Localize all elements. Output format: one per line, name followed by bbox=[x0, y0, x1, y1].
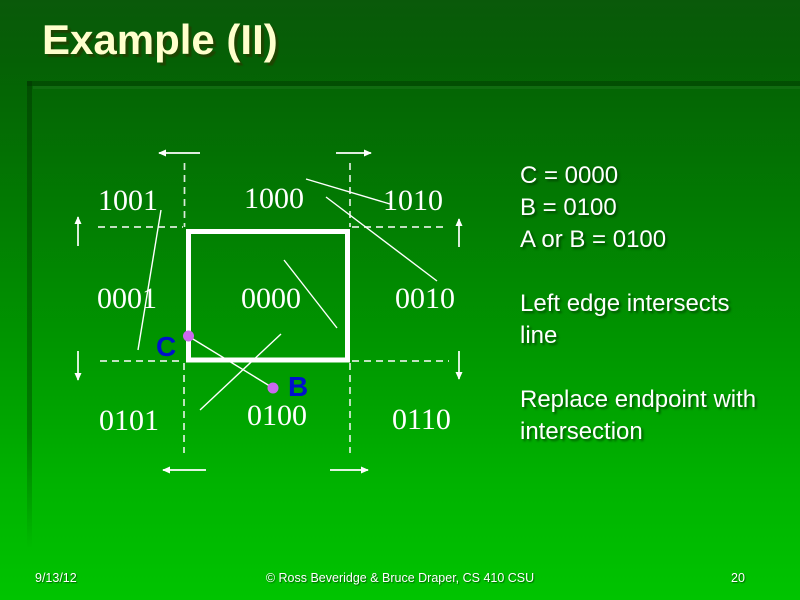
frame-border-left bbox=[27, 81, 32, 549]
point-label-B: B bbox=[288, 371, 309, 402]
point-C bbox=[183, 330, 194, 342]
point-label-C: C bbox=[156, 331, 177, 362]
notes-line: A or B = 0100 bbox=[520, 226, 667, 253]
halfplane-arrows bbox=[74, 149, 463, 474]
notes-line: Left edge intersects bbox=[520, 290, 730, 317]
region-code-0110: 0110 bbox=[392, 403, 451, 436]
region-code-0101: 0101 bbox=[99, 404, 159, 437]
frame-border-top-highlight bbox=[33, 86, 800, 89]
notes-block: C = 0000 B = 0100 A or B = 0100 Left edg… bbox=[520, 160, 795, 448]
region-code-0001: 0001 bbox=[97, 282, 157, 315]
notes-line bbox=[520, 256, 795, 288]
notes-line: C = 0000 bbox=[520, 162, 619, 189]
segment-topright-long bbox=[325, 196, 438, 282]
region-code-1001: 1001 bbox=[98, 184, 158, 217]
region-code-0100: 0100 bbox=[247, 399, 307, 432]
frame-border-top bbox=[27, 81, 800, 86]
point-B bbox=[267, 382, 279, 394]
region-code-0000: 0000 bbox=[241, 282, 301, 315]
notes-line: Replace endpoint with bbox=[520, 386, 757, 413]
region-code-1010: 1010 bbox=[383, 184, 443, 217]
segment-top-shallow bbox=[305, 178, 391, 205]
notes-line bbox=[520, 352, 795, 384]
footer-date: 9/13/12 bbox=[35, 571, 77, 585]
slide-title: Example (II) bbox=[42, 16, 278, 63]
region-code-1000: 1000 bbox=[244, 182, 304, 215]
notes-line: line bbox=[520, 322, 558, 349]
segment-left-region bbox=[137, 209, 162, 351]
segment-cross-bottom bbox=[199, 333, 282, 411]
clip-boundary-dashed-lines bbox=[98, 163, 449, 453]
clip-rectangle bbox=[186, 229, 350, 363]
notes-line: B = 0100 bbox=[520, 194, 617, 221]
region-code-0010: 0010 bbox=[395, 282, 455, 315]
segment-inside-rect bbox=[283, 259, 338, 329]
footer-copyright: © Ross Beveridge & Bruce Draper, CS 410 … bbox=[265, 571, 535, 585]
footer-page-number: 20 bbox=[731, 571, 745, 585]
notes-line: intersection bbox=[520, 418, 643, 445]
footer: 9/13/12 © Ross Beveridge & Bruce Draper,… bbox=[0, 571, 800, 587]
